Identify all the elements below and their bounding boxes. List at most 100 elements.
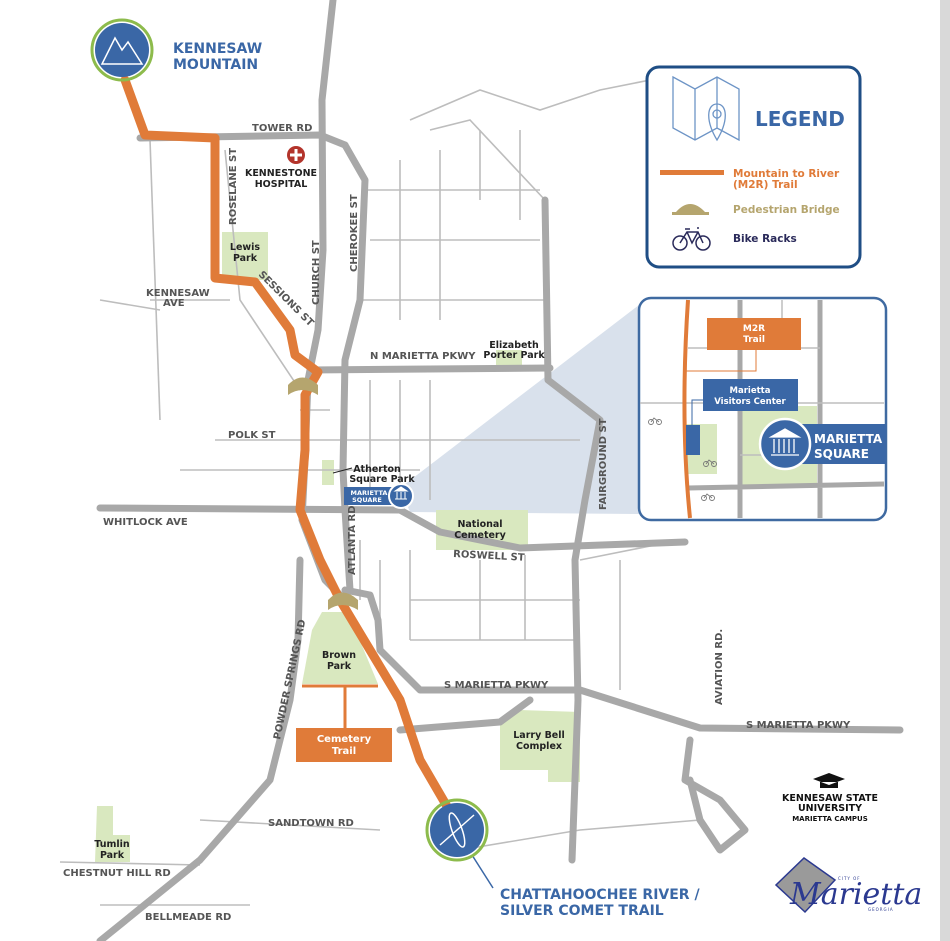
map-pin-icon [672, 75, 740, 142]
lewis-park-label: Lewis [230, 242, 261, 253]
road-label-kennesaw-2: AVE [163, 298, 185, 309]
marietta-square-marker[interactable]: MARIETTA SQUARE [344, 483, 414, 509]
m2r-trail-line [120, 75, 457, 820]
road-label-roswell: ROSWELL ST [453, 549, 525, 564]
lewis-park [222, 232, 268, 280]
road-label-whitlock: WHITLOCK AVE [103, 517, 188, 528]
legend-trail-label: Mountain to River [733, 168, 840, 180]
bike-rack-icon [703, 459, 717, 467]
inset-visitors-box [703, 379, 798, 411]
aviation-rd-line [681, 736, 749, 854]
chattahoochee-marker[interactable]: CHATTAHOOCHEE RIVER / SILVER COMET TRAIL [425, 798, 700, 919]
cemetery-trail-label-2: Trail [332, 746, 356, 757]
square-marker-label-2: SQUARE [352, 496, 382, 504]
mountain-icon [100, 36, 144, 65]
inset-pointer [400, 305, 639, 514]
whitlock-ave-line [96, 504, 689, 552]
ksu-label: KENNESAW STATE [782, 793, 878, 804]
page-edge [940, 0, 950, 941]
inset-square-label: MARIETTA [814, 432, 883, 446]
road-label-roselane: ROSELANE ST [228, 148, 239, 225]
elizabeth-park-label: Elizabeth [489, 340, 539, 351]
minor-streets [59, 79, 701, 906]
hospital-label: KENNESTONE [245, 168, 317, 179]
cemetery-trail-line [302, 684, 378, 728]
atherton-label: Atherton [353, 464, 401, 475]
larry-bell-label: Larry Bell [513, 730, 565, 741]
national-cemetery-label: National [457, 519, 502, 530]
north-endpoint-label: KENNESAW [173, 41, 262, 57]
road-label-sandtown: SANDTOWN RD [268, 818, 354, 829]
pedestrian-bridge-icon [288, 377, 318, 395]
svg-text:GEORGIA: GEORGIA [868, 907, 894, 912]
road-label-s-marietta-2: S MARIETTA PKWY [746, 720, 851, 731]
legend-bridge-label: Pedestrian Bridge [733, 204, 840, 216]
legend-title: LEGEND [755, 107, 845, 131]
road-label-cherokee: CHEROKEE ST [349, 194, 360, 272]
cemetery-trail-label: Cemetery [317, 734, 372, 745]
bridge-icon [672, 204, 709, 215]
connector-line [396, 696, 534, 734]
bike-rack-icon [701, 493, 715, 501]
trail-line-icon [660, 170, 724, 175]
road-label-n-marietta: N MARIETTA PKWY [370, 351, 476, 362]
road-label-fairground: FAIRGROUND ST [598, 418, 609, 510]
brown-park-label-2: Park [327, 661, 352, 672]
kennesaw-mountain-marker[interactable]: KENNESAW MOUNTAIN [90, 18, 262, 82]
lewis-park-label-2: Park [233, 253, 258, 264]
brown-park-label: Brown [322, 650, 356, 661]
south-endpoint-label: CHATTAHOOCHEE RIVER / [500, 887, 700, 903]
graduation-cap-icon [813, 773, 845, 788]
square-marker-label: MARIETTA [351, 489, 388, 497]
atherton-label-2: Square Park [349, 474, 415, 485]
elizabeth-porter-park [496, 350, 522, 366]
legend-trail-label-2: (M2R) Trail [733, 179, 798, 191]
cemetery-trail-box [296, 728, 392, 762]
road-label-bellmeade: BELLMEADE RD [145, 912, 231, 923]
legend: LEGEND Mountain to River (M2R) Trail Ped… [645, 65, 862, 269]
bike-rack-icon [648, 417, 662, 425]
courthouse-icon [393, 486, 409, 500]
inset-visitors-label: Marietta [730, 386, 771, 396]
elizabeth-park-label-2: Porter Park [483, 350, 545, 361]
hospital-label-2: HOSPITAL [255, 179, 308, 190]
tumlin-park-label: Tumlin [94, 839, 130, 850]
bike-icon [672, 227, 711, 251]
road-label-kennesaw: KENNESAW [146, 288, 210, 299]
s-marietta-pkwy-line [341, 586, 904, 734]
n-marietta-pkwy-line [306, 364, 554, 374]
hospital-cross-icon [290, 149, 302, 161]
ksu-logo: KENNESAW STATE UNIVERSITY MARIETTA CAMPU… [782, 773, 878, 823]
tumlin-park-label-2: Park [100, 850, 125, 861]
road-label-chestnut: CHESTNUT HILL RD [63, 868, 171, 879]
road-label-tower: TOWER RD [252, 123, 312, 134]
marietta-square-inset: M2R Trail Marietta Visitors Center MARIE… [637, 296, 888, 522]
courthouse-icon [768, 428, 802, 456]
inset-trail-line [682, 299, 692, 519]
ksu-label-3: MARIETTA CAMPUS [792, 815, 868, 823]
road-label-aviation: AVIATION RD. [714, 629, 725, 705]
city-of-marietta-logo: Marietta CITY OF GEORGIA [774, 857, 922, 914]
svg-text:CITY OF: CITY OF [838, 876, 861, 881]
road-label-s-marietta: S MARIETTA PKWY [444, 680, 549, 691]
svg-text:Marietta: Marietta [789, 877, 922, 912]
road-label-atlanta: ATLANTA RD [347, 505, 358, 575]
larry-bell-label-2: Complex [516, 741, 562, 752]
inset-square-label-2: SQUARE [814, 447, 869, 461]
inset-m2r-label: M2R [743, 324, 765, 334]
inset-visitors-label-2: Visitors Center [714, 397, 786, 407]
road-label-church: CHURCH ST [311, 240, 322, 305]
tumlin-park [95, 806, 130, 862]
larry-bell-complex [500, 710, 580, 782]
inset-m2r-label-2: Trail [743, 335, 765, 345]
legend-bike-label: Bike Racks [733, 233, 797, 245]
parks [95, 232, 580, 862]
south-endpoint-label-2: SILVER COMET TRAIL [500, 903, 664, 919]
national-cemetery-label-2: Cemetery [454, 530, 506, 541]
north-endpoint-label-2: MOUNTAIN [173, 57, 258, 73]
visitors-center-building [686, 425, 700, 455]
ksu-label-2: UNIVERSITY [798, 803, 862, 814]
brown-park [302, 612, 378, 684]
road-label-polk: POLK ST [228, 430, 276, 441]
